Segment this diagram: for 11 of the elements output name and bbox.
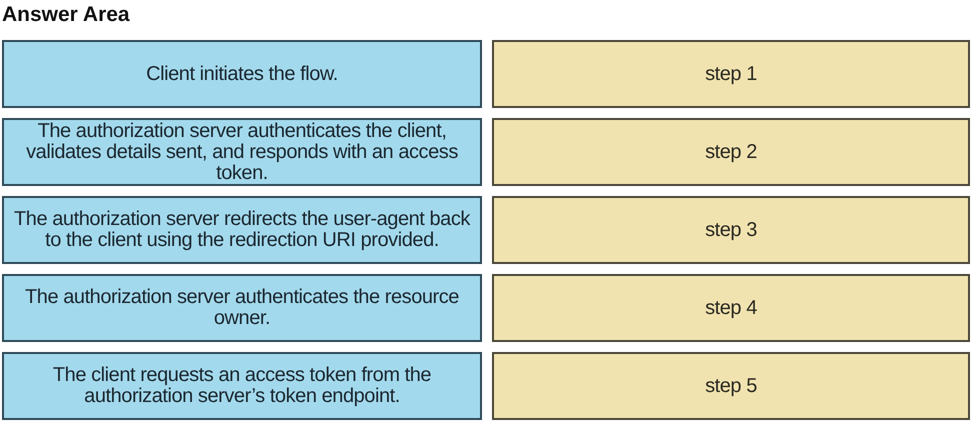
answer-tile: The authorization server redirects the user-agent back to the client using the redirection URI provided.	[2, 196, 482, 264]
step-slot: step 4	[492, 274, 970, 342]
answer-tile: The authorization server authenticates the resource owner.	[2, 274, 482, 342]
step-slot: step 3	[492, 196, 970, 264]
answer-tile: The authorization server authenticates the client, validates details sent, and responds with an access token.	[2, 118, 482, 186]
answer-tile: Client initiates the flow.	[2, 40, 482, 108]
step-slot: step 5	[492, 352, 970, 420]
step-slot: step 2	[492, 118, 970, 186]
answer-tile: The client requests an access token from the authorization server’s token endpoint.	[2, 352, 482, 420]
heading: Answer Area	[2, 2, 130, 28]
step-slot: step 1	[492, 40, 970, 108]
